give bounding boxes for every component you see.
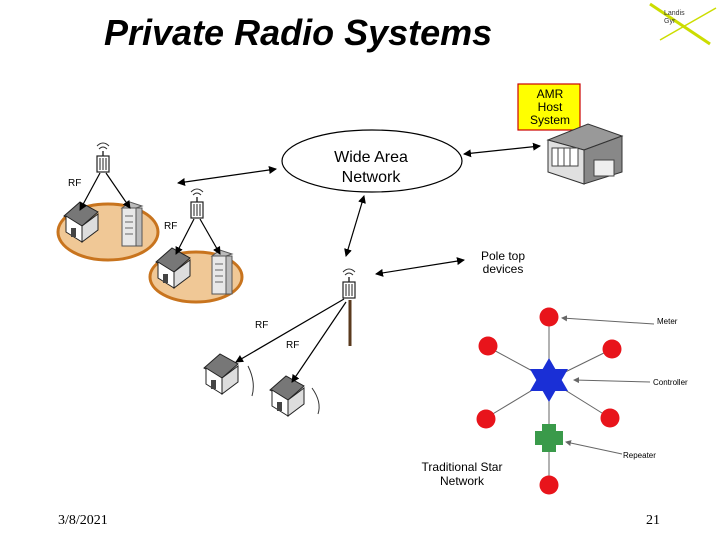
meter-legend-label: Meter	[657, 317, 678, 326]
page-number: 21	[646, 513, 660, 528]
radio-tower-icon	[190, 188, 204, 219]
house-coverage-arc	[311, 387, 320, 415]
rf-label: RF	[286, 340, 300, 351]
controller-legend-label: Controller	[653, 378, 688, 387]
amr-host-building-icon	[546, 123, 624, 185]
slide-title: Private Radio Systems	[104, 12, 493, 53]
repeater-legend-label: Repeater	[623, 451, 656, 460]
landis-gyr-logo	[649, 2, 717, 46]
rf-label: RF	[255, 320, 269, 331]
rf-link	[105, 172, 131, 209]
house-coverage-arc	[247, 365, 254, 397]
rf-link	[291, 301, 347, 383]
rf-label: RF	[164, 221, 178, 232]
meter-node	[600, 408, 620, 428]
repeater-node	[535, 424, 563, 452]
building-icon	[121, 201, 143, 247]
logo-text: Landis Gyr	[664, 10, 685, 25]
radio-tower-icon	[96, 142, 110, 173]
rf-link	[79, 172, 101, 211]
meter-node	[539, 307, 559, 327]
meter-node	[602, 339, 622, 359]
wan-link-amr	[463, 142, 541, 158]
wide-area-network-cloud	[281, 129, 463, 193]
pole-top-link	[375, 257, 465, 277]
pole-top-radio-icon	[342, 268, 356, 299]
rf-link	[199, 218, 221, 255]
rf-link	[235, 298, 345, 363]
meter-node	[478, 336, 498, 356]
rf-label: RF	[68, 178, 82, 189]
wan-link-pole	[344, 195, 366, 257]
house-icon	[269, 375, 305, 417]
controller-node	[530, 358, 568, 402]
rf-link	[175, 218, 195, 255]
wide-area-network-label: Wide Area Network	[334, 149, 408, 186]
building-icon	[211, 249, 233, 295]
amr-host-box	[517, 83, 581, 131]
meter-node	[476, 409, 496, 429]
house-icon	[203, 353, 239, 395]
meter-node	[539, 475, 559, 495]
star-network	[485, 315, 655, 484]
footer-date: 3/8/2021	[58, 513, 108, 528]
pole-top-devices-label: Pole top devices	[480, 249, 526, 276]
wan-link-rf	[177, 166, 277, 186]
star-network-caption: Traditional Star Network	[421, 460, 503, 488]
amr-host-system-label: AMR Host System	[529, 87, 570, 127]
